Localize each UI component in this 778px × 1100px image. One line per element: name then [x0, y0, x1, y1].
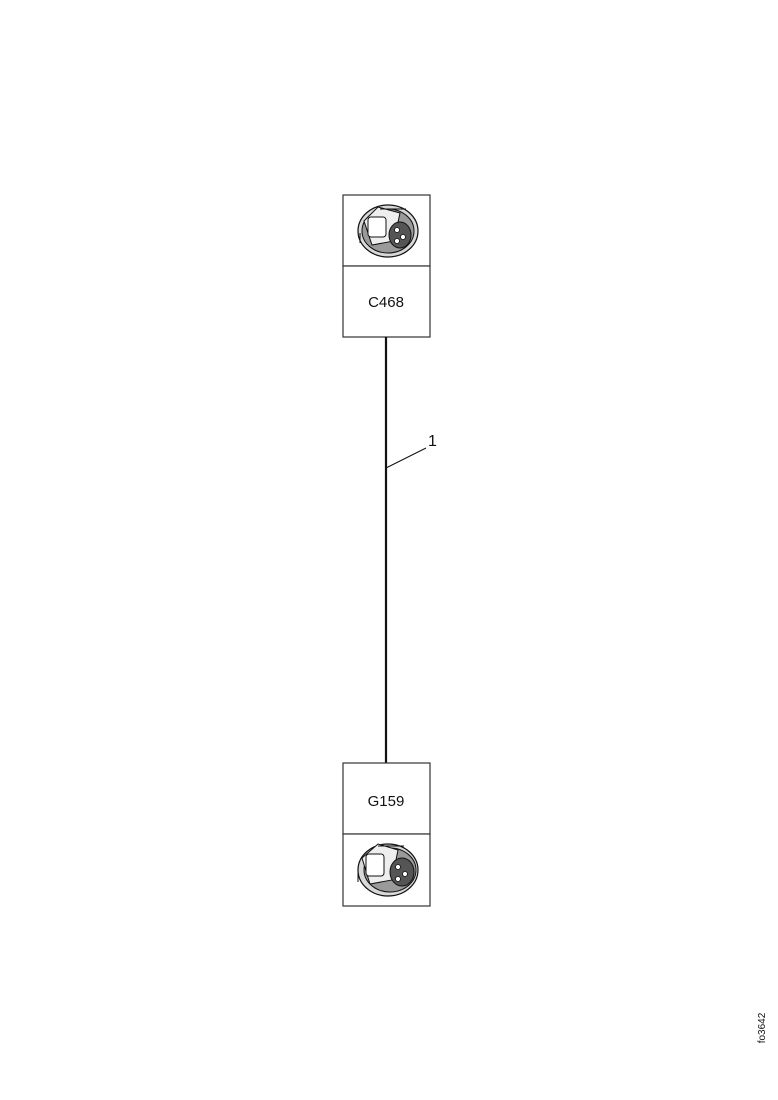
connector-block-g159: G159 — [342, 762, 431, 907]
connector-label-cell — [342, 265, 431, 338]
connector-block-c468: C468 — [342, 194, 431, 338]
connector-label-c468: C468 — [368, 294, 404, 311]
wire-callout-label: 1 — [428, 433, 437, 450]
connector-plug-icon — [357, 204, 419, 258]
connector-label-g159: G159 — [368, 793, 405, 810]
reference-code: fo3642 — [757, 1012, 768, 1043]
ground-terminal-icon — [357, 843, 419, 897]
callout-leader-line — [385, 447, 427, 469]
